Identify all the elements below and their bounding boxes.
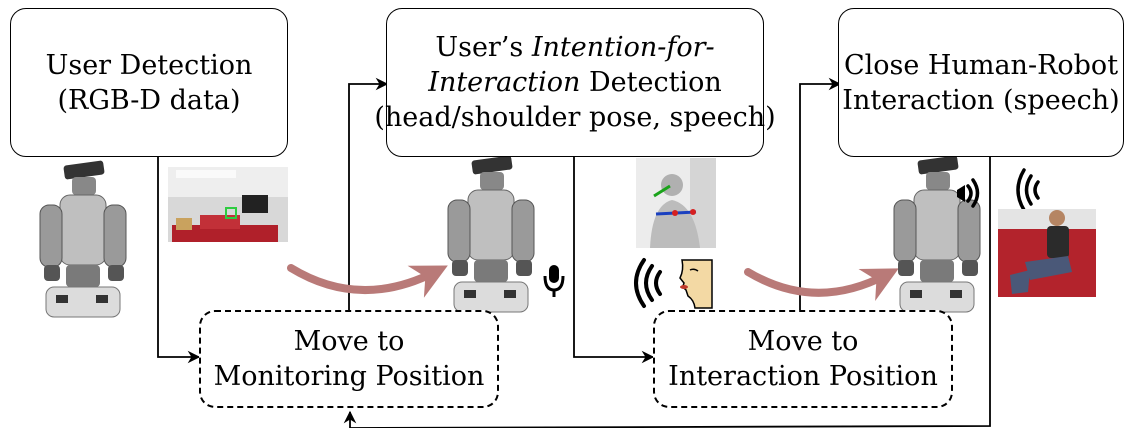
intention-detection-line3: (head/shoulder pose, speech): [374, 102, 776, 133]
move-monitoring-box: Move to Monitoring Position: [199, 310, 499, 408]
robot-icon: [39, 159, 127, 318]
speech-waves-icon: [1016, 168, 1040, 212]
transition-arrow-2: [744, 268, 899, 301]
user-detection-subtitle: (RGB-D data): [57, 84, 241, 116]
intention-detection-line1: User’s Intention-for-: [435, 32, 715, 63]
intention-detection-box: User’s Intention-for- Interaction Detect…: [374, 8, 776, 157]
close-interaction-box: Close Human-Robot Interaction (speech): [838, 8, 1124, 157]
pose-pointcloud-icon: [636, 158, 716, 248]
user-detection-box: User Detection (RGB-D data): [10, 8, 288, 157]
move-monitoring-line2: Monitoring Position: [213, 361, 485, 392]
transition-arrow-1: [287, 264, 448, 298]
speaker-waves-icon: [957, 178, 980, 208]
connector-move-monitoring-to-intention: [348, 77, 389, 310]
close-interaction-line1: Close Human-Robot: [843, 49, 1119, 81]
move-interaction-line1: Move to: [747, 326, 859, 357]
speaking-face-icon: [679, 259, 713, 309]
connector-close-interaction-return: [343, 157, 991, 428]
robot-icon: [893, 154, 981, 313]
move-interaction-box: Move to Interaction Position: [653, 310, 953, 408]
move-interaction-line2: Interaction Position: [668, 361, 938, 392]
connector-userdetect-to-move-monitoring: [157, 157, 201, 364]
camera-view-icon: [168, 167, 288, 242]
speech-waves-icon: [634, 258, 662, 308]
microphone-icon: [543, 265, 565, 297]
intention-detection-line2: Interaction Detection: [428, 67, 722, 98]
connector-intention-to-move-interaction: [573, 157, 655, 364]
move-monitoring-line1: Move to: [293, 326, 405, 357]
connector-move-interaction-to-close-interaction: [799, 77, 842, 310]
seated-user-photo-icon: [998, 209, 1096, 297]
user-detection-title: User Detection: [45, 49, 253, 81]
robot-icon: [447, 154, 535, 313]
close-interaction-line2: Interaction (speech): [842, 84, 1120, 116]
